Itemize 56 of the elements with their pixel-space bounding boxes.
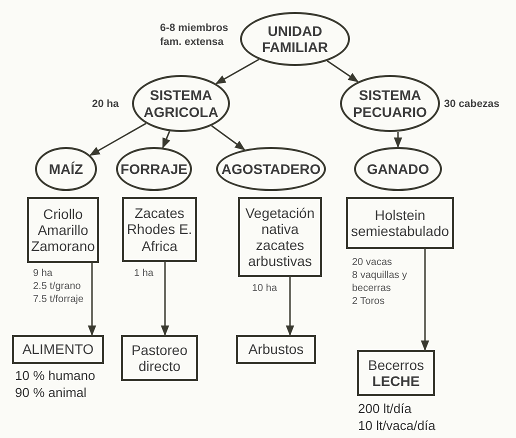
annotation-text: 20 ha [92,98,120,112]
ellipse-node [116,147,192,191]
annotation-text: 2 Toros [352,295,386,308]
annotation-text: 10 lt/vaca/día [358,418,436,435]
process-box [238,197,322,277]
ellipse-node [35,147,97,191]
process-box [12,335,104,364]
arrow [420,249,430,352]
annotation-text: 30 cabezas [444,98,500,112]
arrow [160,262,170,336]
annotation-text: 20 vacas [352,256,394,269]
process-box [27,197,99,263]
node-label: Arbustos [248,341,304,358]
process-box [357,350,435,396]
ellipse-node [216,147,326,191]
node-label: Zacates Rhodes E. Africa [126,205,194,254]
ellipse-node [240,12,350,66]
ellipse-node [354,147,442,191]
annotation-text: 10 ha [252,282,278,295]
node-label: SISTEMA AGRICOLA [142,87,220,120]
node-label: Pastoreo directo [130,342,189,374]
arrow [89,122,146,156]
node-label: UNIDAD FAMILIAR [260,22,330,56]
node-label: FORRAJE [120,160,188,178]
arrow [211,125,246,150]
arrow [162,130,170,149]
arrow [326,60,359,82]
ellipse-node [340,75,440,132]
annotation-text: 1 ha [134,267,154,280]
process-box [121,335,198,381]
node-label: GANADO [366,160,430,178]
annotation-text: 200 lt/día [358,401,412,418]
annotation-text: 90 % animal [15,385,88,402]
annotation-text: 9 ha [33,267,54,280]
node-label: ALIMENTO [22,341,94,358]
process-box [236,335,316,364]
node-label: Becerros [368,356,424,373]
annotation-text: 10 % humano [15,368,96,385]
ellipse-node [132,75,230,132]
node-label: Vegetación nativa zacates arbustivas [244,204,316,270]
process-box [346,197,454,249]
node-label: Criollo Amarillo Zamorano [30,206,96,254]
arrow [88,263,96,336]
arrow [215,58,260,84]
node-label: LECHE [372,373,420,390]
annotation-text: 8 vaquillas y becerras [352,269,408,295]
arrow [394,132,402,148]
annotation-text: 6-8 miembros fam. extensa [160,22,230,50]
node-label: MAÍZ [48,160,84,178]
node-label: Holstein semiestabulado [350,206,450,240]
arrow [286,277,294,336]
node-label: AGOSTADERO [221,160,321,178]
annotation-text: 7.5 t/forraje [33,293,85,306]
annotation-text: 2.5 t/grano [33,280,82,293]
node-label: SISTEMA PECUARIO [352,87,428,120]
process-box [122,197,197,262]
